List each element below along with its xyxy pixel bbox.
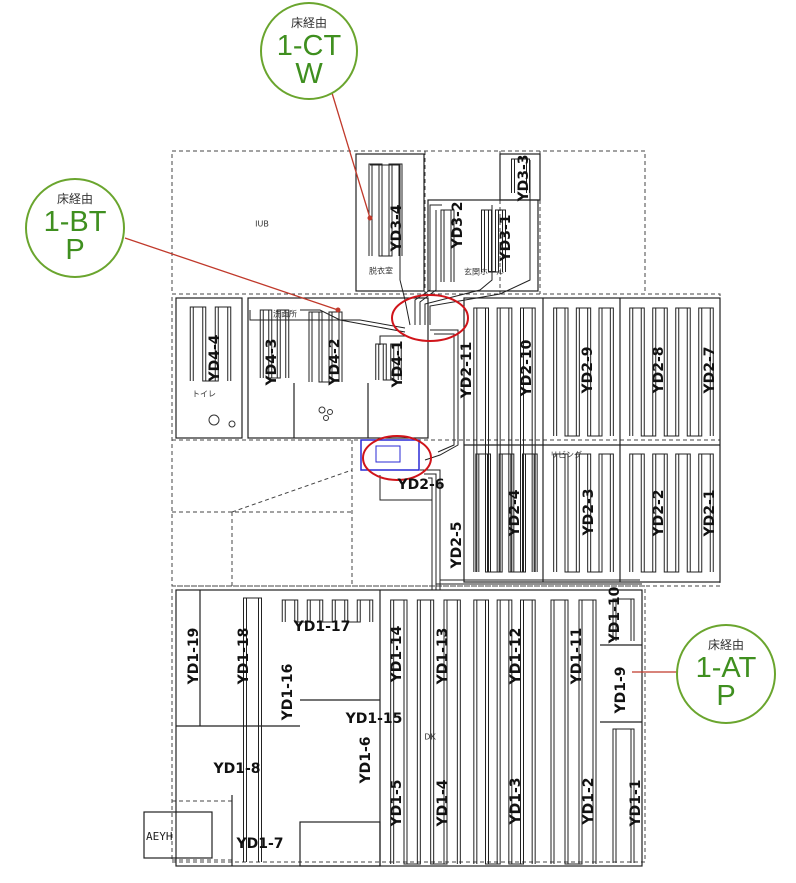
zone-label: YD1-10 bbox=[607, 586, 623, 644]
zone-label: YD4-3 bbox=[264, 338, 280, 386]
pipe-loop-return bbox=[556, 307, 614, 437]
callout-code: 1-AT bbox=[695, 652, 757, 684]
zone-label: YD2-2 bbox=[651, 489, 667, 537]
callout-code: 1-BT bbox=[43, 206, 107, 238]
dashed-boundaries bbox=[171, 150, 721, 863]
zone-label: YD2-8 bbox=[651, 346, 667, 394]
pipe-loop-return bbox=[443, 209, 455, 282]
zone-label: YD3-2 bbox=[450, 201, 466, 249]
pipe-loop-return bbox=[476, 599, 536, 865]
manifold-inner bbox=[375, 445, 401, 463]
room-label-iub: IUB bbox=[255, 219, 269, 229]
zone-label: YD1-7 bbox=[236, 836, 284, 852]
pipe-loop bbox=[629, 453, 711, 573]
pipe-loop-return bbox=[615, 728, 635, 863]
pipe-loop-return bbox=[553, 599, 597, 865]
zone-label: YD3-4 bbox=[389, 204, 405, 252]
room-outlines bbox=[143, 153, 721, 867]
manifold-box bbox=[360, 439, 420, 471]
callout-1-atp: 床経由 1-AT P bbox=[676, 624, 776, 724]
pipe-loop-return bbox=[262, 309, 290, 379]
callout-suffix: W bbox=[295, 58, 323, 90]
pipe-loop-return bbox=[484, 209, 506, 273]
pipe-loop-return bbox=[311, 311, 343, 383]
zone-label: YD1-19 bbox=[186, 627, 202, 685]
zone-label: YD1-11 bbox=[569, 627, 585, 685]
zone-label: YD1-3 bbox=[508, 777, 524, 825]
zone-label: YD1-14 bbox=[389, 625, 405, 683]
pipe-loop-return bbox=[632, 453, 714, 573]
pipe-loop-return bbox=[284, 599, 374, 623]
zone-label: YD2-1 bbox=[702, 489, 718, 537]
zone-label: YD1-17 bbox=[293, 619, 351, 635]
zone-label: YD1-1 bbox=[628, 779, 644, 827]
callout-caption: 床経由 bbox=[56, 192, 93, 206]
pipe-loop-return bbox=[556, 453, 614, 573]
room-label-living: リビング bbox=[550, 450, 582, 460]
zone-label: YD3-1 bbox=[498, 214, 514, 262]
zone-label: YD1-9 bbox=[613, 666, 629, 714]
callout-caption: 床経由 bbox=[707, 638, 744, 652]
zone-label: YD2-11 bbox=[459, 341, 475, 399]
callout-suffix: P bbox=[716, 680, 736, 712]
zone-label: YD1-18 bbox=[236, 627, 252, 685]
zone-label: YD2-5 bbox=[449, 521, 465, 569]
callout-caption: 床経由 bbox=[290, 16, 327, 30]
zone-label: YD1-13 bbox=[435, 627, 451, 685]
room-label-washroom: 洗面所 bbox=[273, 309, 297, 319]
room-label-aeyh: AEYH bbox=[146, 830, 173, 843]
heating-pipes bbox=[189, 158, 714, 865]
callout-1-ctw: 床経由 1-CT W bbox=[260, 2, 358, 100]
pipe-loop-return bbox=[192, 306, 232, 382]
pipe-loop-return bbox=[371, 163, 403, 257]
zone-label: YD2-6 bbox=[397, 477, 445, 493]
pipe-loop bbox=[629, 307, 711, 437]
zone-label: YD1-4 bbox=[435, 779, 451, 827]
zone-label: YD1-2 bbox=[581, 777, 597, 825]
zone-label: YD1-5 bbox=[389, 779, 405, 827]
zone-label: YD2-4 bbox=[507, 489, 523, 537]
zone-label: YD1-15 bbox=[345, 711, 403, 727]
room-label-hall: 玄関ホール bbox=[464, 267, 504, 277]
zone-label: YD2-3 bbox=[581, 488, 597, 536]
callout-code: 1-CT bbox=[276, 30, 342, 62]
callout-1-btp: 床経由 1-BT P bbox=[25, 178, 125, 278]
zone-label: YD4-1 bbox=[390, 340, 406, 388]
pipe-loop-return bbox=[476, 307, 536, 573]
pipe-loop-return bbox=[478, 453, 538, 573]
pipe-loop-return bbox=[393, 599, 461, 865]
room-label-wardrobe: 脱衣室 bbox=[369, 266, 393, 276]
room-label-dk: DK bbox=[424, 732, 436, 742]
leader-dots bbox=[335, 215, 373, 313]
zone-label: YD2-7 bbox=[702, 346, 718, 394]
pipe-loop-return bbox=[632, 307, 714, 437]
room-label-toilet: トイレ bbox=[192, 389, 216, 399]
leader-lines bbox=[124, 92, 678, 673]
zone-label: YD4-4 bbox=[207, 334, 223, 382]
pipe-loop-return bbox=[615, 598, 635, 641]
zone-label: YD1-6 bbox=[358, 736, 374, 784]
zone-label: YD2-10 bbox=[519, 339, 535, 397]
zone-label: YD4-2 bbox=[327, 338, 343, 386]
highlight-ellipses bbox=[362, 294, 469, 481]
zone-label: YD1-16 bbox=[280, 663, 296, 721]
zone-label: YD3-3 bbox=[516, 154, 532, 202]
zone-label: YD1-12 bbox=[508, 627, 524, 685]
zone-label: YD1-8 bbox=[213, 761, 261, 777]
fixtures bbox=[208, 406, 333, 428]
pipe-loop-return bbox=[246, 597, 262, 862]
callout-suffix: P bbox=[65, 234, 85, 266]
zone-label: YD2-9 bbox=[580, 346, 596, 394]
